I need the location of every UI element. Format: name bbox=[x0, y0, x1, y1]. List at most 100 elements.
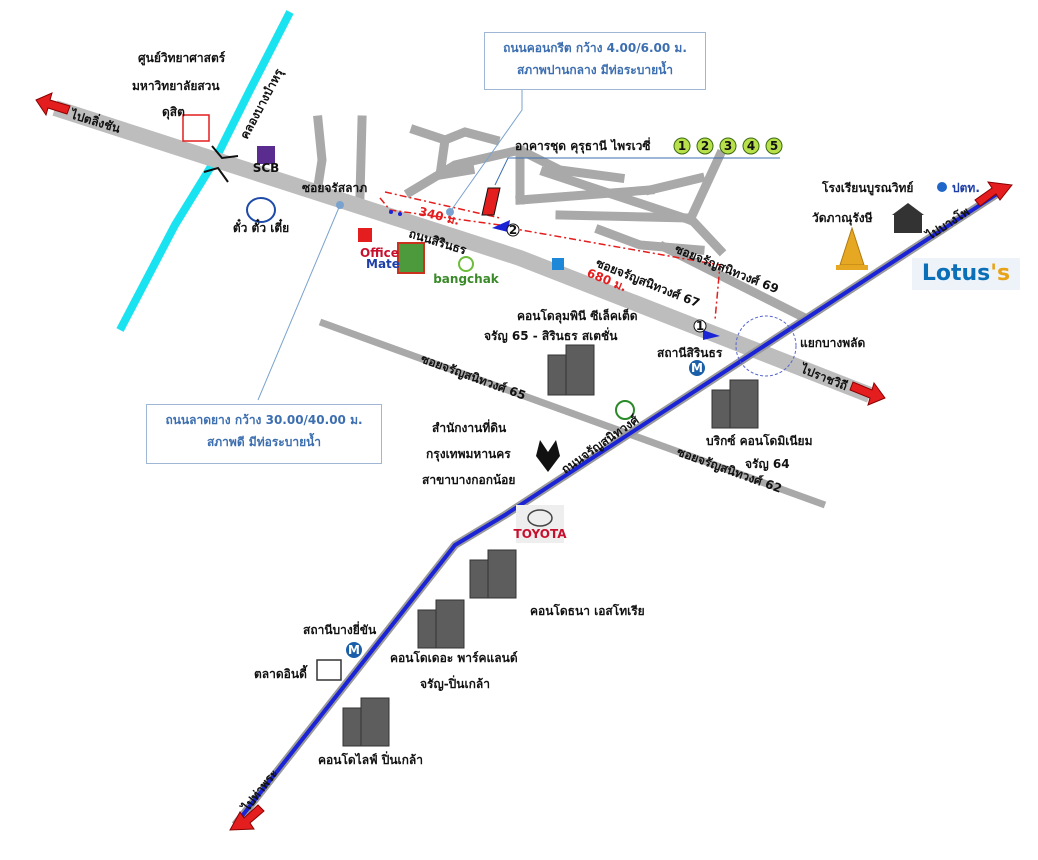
pointer-marker-1 bbox=[703, 330, 720, 340]
label-junction: แยกบางพลัด bbox=[800, 336, 866, 350]
label-school: โรงเรียนบูรณวิทย์ bbox=[821, 180, 913, 196]
label-science-center-1: ศูนย์วิทยาศาสตร์ bbox=[138, 51, 226, 66]
direction-arrows bbox=[35, 92, 1013, 831]
soi-dot-2 bbox=[398, 212, 402, 216]
subject-marker-2: 2 bbox=[701, 139, 709, 153]
label-brix-2: จรัญ 64 bbox=[745, 457, 790, 471]
bridge-bracket-bottom bbox=[203, 166, 229, 183]
science-center-marker bbox=[182, 114, 210, 142]
label-parkland-2: จรัญ-ปิ่นเกล้า bbox=[420, 675, 490, 691]
info-asphalt-road: ถนนลาดยาง กว้าง 30.00/40.00 ม. สภาพดี มี… bbox=[146, 404, 382, 464]
label-temple: วัดภาณุรังษี bbox=[812, 211, 873, 226]
condo-icon-brix bbox=[711, 379, 759, 429]
label-station-bang-yi-khan: สถานีบางยี่ขัน bbox=[303, 621, 377, 637]
label-office-mate-2: Mate bbox=[366, 257, 400, 271]
junction-circle bbox=[735, 315, 797, 377]
condo-icon-lumpini bbox=[547, 344, 595, 396]
leader-asphalt-dot bbox=[336, 201, 344, 209]
marker-1-text: 1 bbox=[696, 319, 704, 333]
subject-property-marker bbox=[481, 187, 501, 216]
lotus-logo-main: Lotus bbox=[921, 261, 991, 286]
info-concrete-road: ถนนคอนกรีต กว้าง 4.00/6.00 ม. สภาพปานกลา… bbox=[484, 32, 706, 90]
subject-marker-5: 5 bbox=[770, 139, 778, 153]
info-concrete-line2: สภาพปานกลาง มีท่อระบายน้ำ bbox=[516, 63, 674, 77]
soi-network bbox=[312, 115, 727, 257]
label-science-center-3: ดุสิต bbox=[162, 105, 185, 120]
label-station-sirindhorn: สถานีสิรินธร bbox=[657, 346, 723, 360]
leader-asphalt bbox=[257, 204, 341, 401]
condo-icon-life bbox=[342, 697, 390, 747]
restaurant-icon bbox=[397, 242, 425, 274]
label-office-mate-1: Office bbox=[360, 246, 399, 260]
route-680-dashed bbox=[509, 227, 721, 321]
leader-concrete bbox=[449, 90, 523, 213]
subject-marker-1: 1 bbox=[678, 139, 686, 153]
condo-icon-parkland bbox=[417, 599, 465, 649]
label-subject-property: อาคารชุด คุรุธานี ไพรเวซี่ bbox=[515, 137, 651, 154]
marker-2-circle bbox=[506, 223, 520, 237]
charan-road-mrt-line-blue bbox=[233, 190, 1002, 827]
pointer-marker-2 bbox=[492, 220, 510, 232]
metro-icon-bang-yi-khan: M bbox=[346, 642, 362, 658]
marker-1-circle bbox=[693, 319, 707, 333]
label-to-taling-chan: ไปตลิ่งชัน bbox=[67, 105, 123, 136]
subject-marker-4: 4 bbox=[747, 139, 755, 153]
label-to-bang-pho: ไปบางโพ bbox=[922, 204, 972, 244]
toyota-logo-icon bbox=[527, 509, 553, 527]
school-icon bbox=[892, 203, 924, 233]
pt-station-icon bbox=[615, 400, 635, 420]
subject-marker-group: 1 2 3 4 5 bbox=[673, 137, 783, 155]
label-toyota: TOYOTA bbox=[514, 527, 568, 541]
label-market: ตลาดอินดี้ bbox=[254, 664, 308, 681]
info-concrete-line1: ถนนคอนกรีต กว้าง 4.00/6.00 ม. bbox=[503, 41, 687, 55]
tee-tua-tia-logo bbox=[246, 197, 276, 223]
condo-icon-thana bbox=[469, 549, 517, 599]
toyota-badge bbox=[516, 505, 564, 543]
info-asphalt-line1: ถนนลาดยาง กว้าง 30.00/40.00 ม. bbox=[165, 413, 363, 427]
label-condo-thana: คอนโดธนา เอสโทเรีย bbox=[530, 603, 645, 618]
soi-69-line bbox=[657, 240, 808, 323]
label-science-center-2: มหาวิทยาลัยสวน bbox=[132, 79, 220, 93]
leader-subject bbox=[494, 157, 780, 186]
label-brix-1: บริกซ์ คอนโดมิเนียม bbox=[706, 433, 812, 448]
market-icon bbox=[316, 659, 342, 681]
label-ptt: ปตท. bbox=[952, 181, 980, 195]
bangchak-icon bbox=[458, 256, 474, 272]
route-340-dashed bbox=[379, 197, 501, 226]
blue-store-icon bbox=[552, 258, 564, 270]
scb-icon bbox=[257, 146, 275, 164]
label-lumpini-1: คอนโดลุมพินี ซีเล็คเต็ด bbox=[517, 308, 638, 324]
temple-base bbox=[836, 265, 868, 270]
subject-marker-3: 3 bbox=[724, 139, 732, 153]
marker-2-text: 2 bbox=[509, 223, 517, 237]
ptt-drop-icon bbox=[937, 182, 947, 192]
soi-65-line bbox=[318, 318, 827, 509]
soi-dot-1 bbox=[389, 210, 393, 214]
garuda-emblem-icon bbox=[536, 440, 560, 472]
temple-stupa-icon bbox=[839, 226, 865, 266]
metro-icon-sirindhorn: M bbox=[689, 360, 705, 376]
label-land-office-2: กรุงเทพมหานคร bbox=[426, 447, 511, 462]
label-bangchak: bangchak bbox=[433, 272, 500, 286]
svg-text:M: M bbox=[691, 361, 703, 375]
label-land-office-1: สำนักงานที่ดิน bbox=[432, 419, 507, 435]
lotus-logo: Lotus's bbox=[912, 258, 1020, 290]
label-to-ratchawithi: ไปราชวิถี bbox=[797, 360, 850, 393]
office-mate-icon bbox=[358, 228, 372, 242]
bridge-bracket-top bbox=[211, 145, 239, 160]
label-lumpini-2: จรัญ 65 - สิรินธร สเตชั่น bbox=[484, 327, 618, 343]
lotus-logo-suffix: 's bbox=[990, 261, 1011, 286]
label-soi-jarat: ซอยจรัสลาภ bbox=[302, 181, 367, 195]
route-340-top bbox=[384, 191, 501, 219]
label-condo-life: คอนโดไลฟ์ ปิ่นเกล้า bbox=[318, 751, 423, 767]
info-asphalt-line2: สภาพดี มีท่อระบายน้ำ bbox=[206, 435, 322, 449]
label-tee-tua-tia: ตั๋ว ตั๋ว เตี๋ย bbox=[233, 218, 289, 235]
label-soi-69: ซอยจรัญสนิทวงศ์ 69 bbox=[673, 242, 781, 296]
label-scb: SCB bbox=[253, 161, 280, 175]
label-soi-65: ซอยจรัญสนิทวงศ์ 65 bbox=[419, 352, 528, 403]
svg-text:M: M bbox=[348, 643, 360, 657]
label-parkland-1: คอนโดเดอะ พาร์คแลนด์ bbox=[390, 650, 518, 665]
label-land-office-3: สาขาบางกอกน้อย bbox=[422, 473, 515, 487]
